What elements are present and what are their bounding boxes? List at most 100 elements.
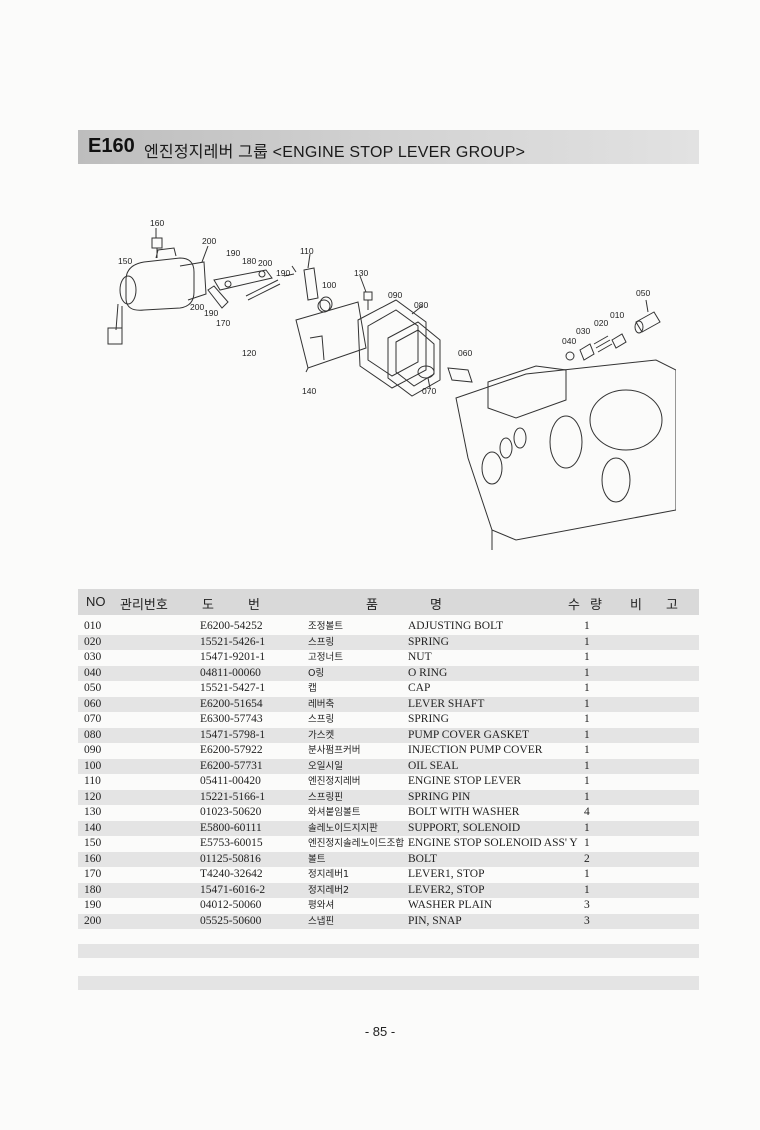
bolt-160-drawing [151, 237, 163, 258]
korean-name-cell: 평와셔 [308, 900, 335, 911]
english-name-cell: ENGINE STOP SOLENOID ASS' Y [408, 837, 578, 849]
remarks-cell [634, 696, 699, 712]
blank-row [78, 976, 699, 990]
callout: 200 [202, 236, 216, 246]
drawing-number-cell: E6200-51654 [200, 696, 308, 712]
remarks-cell [634, 619, 699, 635]
english-name-cell: BOLT WITH WASHER [408, 806, 520, 818]
drawing-number-cell: E5753-60015 [200, 837, 263, 849]
quantity-cell: 1 [584, 620, 590, 632]
remarks-cell [634, 727, 699, 743]
english-name-cell: SPRING [408, 634, 584, 650]
part-no-cell: 050 [84, 682, 102, 694]
english-name-cell: NUT [408, 651, 432, 663]
drawing-number-cell: 05525-50600 [200, 913, 308, 929]
part-no-cell: 090 [84, 744, 102, 756]
drawing-number-cell: E6300-57743 [200, 713, 263, 725]
part-no-cell: 030 [84, 651, 102, 663]
callout: 160 [150, 218, 164, 228]
engine-block-drawing [455, 359, 676, 550]
header-mgmt-no: 관리번호 [120, 597, 168, 612]
callout: 170 [216, 318, 230, 328]
drawing-number-cell: 15521-5426-1 [200, 634, 308, 650]
callout: 200 [258, 258, 272, 268]
callout: 010 [610, 310, 624, 320]
korean-name-cell: 스프링핀 [308, 789, 408, 805]
drawing-number-cell: 15521-5427-1 [200, 682, 266, 694]
callout: 090 [388, 290, 402, 300]
quantity-cell: 3 [584, 913, 634, 929]
korean-name-cell: 엔진정지솔레노이드조합 [308, 838, 405, 849]
callout: 050 [636, 288, 650, 298]
korean-name-cell: 오일시일 [308, 758, 408, 774]
korean-name-cell: 조정볼트 [308, 621, 343, 632]
remarks-cell [634, 743, 699, 759]
remarks-cell [634, 898, 699, 914]
callout: 030 [576, 326, 590, 336]
callout: 190 [276, 268, 290, 278]
quantity-cell: 1 [584, 696, 634, 712]
callout: 070 [422, 386, 436, 396]
part-no-cell: 080 [78, 727, 200, 743]
korean-name-cell: 솔레노이드지지판 [308, 820, 408, 836]
drawing-number-cell: 15221-5166-1 [200, 789, 308, 805]
blank-row [78, 944, 699, 958]
solenoid-drawing [107, 247, 207, 345]
english-name-cell: LEVER1, STOP [408, 868, 485, 880]
quantity-cell: 1 [584, 820, 634, 836]
korean-name-cell: 정지레버1 [308, 869, 350, 880]
part-no-cell: 170 [84, 868, 102, 880]
drawing-number-cell: E6200-57731 [200, 758, 308, 774]
part-no-cell: 100 [78, 758, 200, 774]
part-no-cell: 120 [78, 789, 200, 805]
callout: 190 [226, 248, 240, 258]
korean-name-cell: 고정너트 [308, 652, 343, 663]
header-drawing-2: 번 [248, 597, 260, 612]
quantity-cell: 1 [584, 837, 590, 849]
english-name-cell: PUMP COVER GASKET [408, 727, 584, 743]
drawing-number-cell: 15471-5798-1 [200, 727, 308, 743]
header-qty-2: 량 [590, 597, 602, 612]
header-no: NO [86, 594, 106, 609]
part-no-cell: 180 [78, 882, 200, 898]
korean-name-cell: 와셔붙임볼트 [308, 807, 361, 818]
part-no-cell: 140 [78, 820, 200, 836]
remarks-cell [634, 789, 699, 805]
remarks-cell [634, 758, 699, 774]
quantity-cell: 1 [584, 727, 634, 743]
english-name-cell: SPRING [408, 713, 449, 725]
english-name-cell: BOLT [408, 851, 584, 867]
remarks-cell [634, 650, 699, 666]
part-no-cell: 070 [84, 713, 102, 725]
part-no-cell: 200 [78, 913, 200, 929]
drawing-number-cell: 15471-6016-2 [200, 882, 308, 898]
remarks-cell [634, 867, 699, 883]
drawing-number-cell: E6200-54252 [200, 620, 263, 632]
remarks-cell [634, 882, 699, 898]
quantity-cell: 1 [584, 682, 590, 694]
part-no-cell: 150 [84, 837, 102, 849]
korean-name-cell: 정지레버2 [308, 882, 408, 898]
callout: 020 [594, 318, 608, 328]
korean-name-cell: 레버축 [308, 696, 408, 712]
callout: 180 [242, 256, 256, 266]
korean-name-cell: O링 [308, 665, 408, 681]
header-name-1: 품 [366, 597, 378, 612]
korean-name-cell: 분사펌프커버 [308, 745, 361, 756]
part-no-cell: 060 [78, 696, 200, 712]
exploded-parts-diagram: 160 200 190 180 200 150 190 200 190 170 … [107, 218, 676, 550]
remarks-cell [634, 712, 699, 728]
quantity-cell: 4 [584, 806, 590, 818]
drawing-number-cell: 01023-50620 [200, 806, 262, 818]
drawing-number-cell: 05411-00420 [200, 775, 261, 787]
